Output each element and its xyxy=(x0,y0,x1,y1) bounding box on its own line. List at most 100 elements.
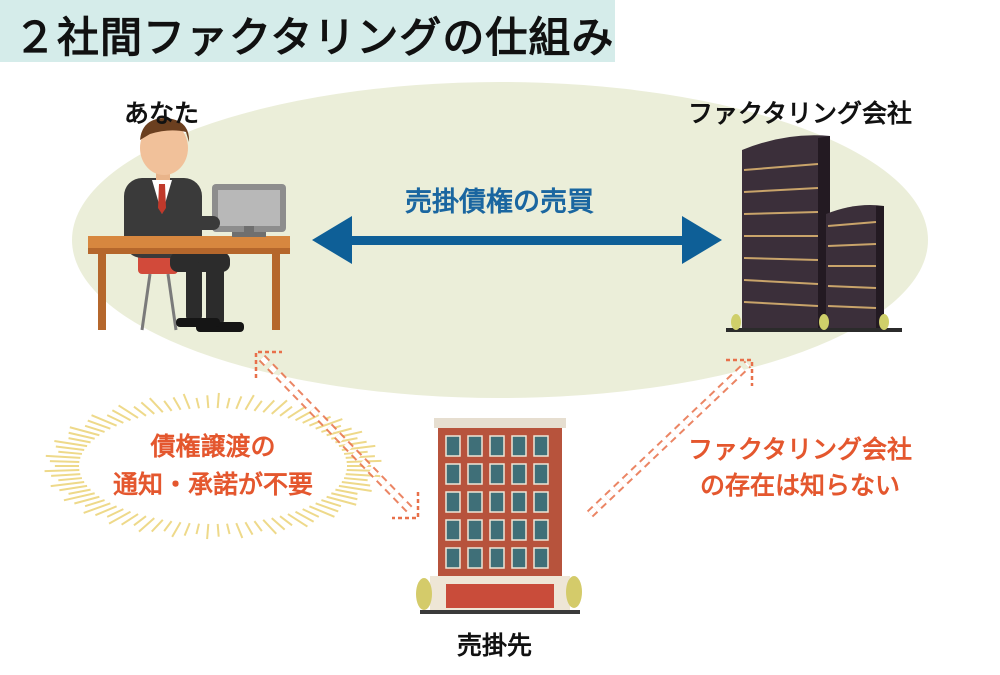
building-window xyxy=(533,547,549,569)
note-notice-line2: 通知・承諾が不要 xyxy=(112,470,313,499)
burst-ray xyxy=(206,523,210,540)
burst-ray xyxy=(309,505,335,518)
burst-ray xyxy=(216,523,220,537)
burst-ray xyxy=(315,418,343,430)
burst-ray xyxy=(163,400,173,412)
burst-ray xyxy=(235,395,243,410)
burst-ray xyxy=(195,523,200,535)
burst-ray xyxy=(149,397,164,413)
building-window xyxy=(467,519,483,541)
building-window xyxy=(489,491,505,513)
burst-ray xyxy=(58,477,83,482)
burst-ray xyxy=(206,395,210,409)
burst-ray xyxy=(108,510,131,525)
building-window xyxy=(533,463,549,485)
burst-ray xyxy=(287,513,308,528)
building-window xyxy=(511,547,527,569)
building-window xyxy=(467,547,483,569)
burst-ray xyxy=(195,397,200,409)
burst-ray xyxy=(68,488,91,495)
note-bubble xyxy=(81,410,345,522)
note-unknown-line1: ファクタリング会社 xyxy=(687,435,912,464)
customer-building xyxy=(416,418,582,614)
building-window xyxy=(445,491,461,513)
burst-ray xyxy=(58,450,83,455)
burst-ray xyxy=(262,519,277,535)
burst-ray xyxy=(331,492,358,501)
burst-ray xyxy=(84,499,105,508)
building-window xyxy=(511,519,527,541)
building-window xyxy=(533,519,549,541)
burst-ray xyxy=(271,399,288,415)
burst-ray xyxy=(95,505,117,517)
burst-ray xyxy=(83,502,111,514)
burst-ray xyxy=(138,517,155,533)
building-window xyxy=(533,435,549,457)
note-notice-line1: 債権譲渡の xyxy=(150,432,276,461)
building-window xyxy=(467,435,483,457)
burst-ray xyxy=(182,393,191,410)
building-window xyxy=(445,519,461,541)
burst-ray xyxy=(171,521,182,538)
dashed-arrow-you-customer xyxy=(254,350,420,520)
node-label-customer: 売掛先 xyxy=(457,631,533,660)
note-notice-not-required: 債権譲渡の 通知・承諾が不要 xyxy=(88,428,338,504)
burst-ray xyxy=(121,513,139,526)
burst-ray xyxy=(51,473,81,477)
burst-ray xyxy=(326,495,357,506)
burst-ray xyxy=(68,431,95,440)
edge-label-trade: 売掛債権の売買 xyxy=(405,187,594,218)
title-bar: ２社間ファクタリングの仕組み xyxy=(0,0,615,62)
burst-ray xyxy=(151,519,164,533)
burst-ray xyxy=(244,394,255,411)
burst-ray xyxy=(44,469,80,473)
building-window xyxy=(489,547,505,569)
page-title: ２社間ファクタリングの仕組み xyxy=(14,13,615,62)
burst-ray xyxy=(133,405,147,417)
burst-ray xyxy=(87,419,111,430)
burst-ray xyxy=(45,454,81,459)
burst-ray xyxy=(253,400,263,412)
burst-ray xyxy=(235,522,244,539)
burst-ray xyxy=(106,414,124,424)
building-window xyxy=(445,435,461,457)
building-window xyxy=(489,435,505,457)
burst-ray xyxy=(74,495,100,505)
burst-ray xyxy=(91,414,117,427)
note-customer-unaware: ファクタリング会社 の存在は知らない xyxy=(635,432,965,504)
burst-ray xyxy=(183,522,191,537)
burst-ray xyxy=(341,480,371,487)
burst-ray xyxy=(226,397,231,409)
burst-ray xyxy=(163,520,173,532)
burst-ray xyxy=(118,404,139,419)
building-window xyxy=(511,463,527,485)
building-window xyxy=(467,463,483,485)
burst-ray xyxy=(84,424,105,433)
burst-ray xyxy=(262,399,275,413)
burst-ray xyxy=(279,405,293,417)
building-window xyxy=(511,491,527,513)
burst-ray xyxy=(244,521,254,536)
burst-ray xyxy=(106,508,124,518)
building-window xyxy=(489,519,505,541)
building-window xyxy=(445,547,461,569)
burst-ray xyxy=(321,499,342,508)
burst-ray xyxy=(59,484,88,492)
trade-double-arrow xyxy=(312,216,722,264)
sunburst-decoration xyxy=(44,392,382,540)
burst-ray xyxy=(279,515,293,527)
burst-ray xyxy=(54,440,88,448)
burst-ray xyxy=(345,455,375,459)
burst-ray xyxy=(111,409,131,422)
burst-ray xyxy=(338,484,372,492)
building-window xyxy=(511,435,527,457)
businessman-illustration xyxy=(88,118,290,332)
burst-ray xyxy=(49,460,80,463)
burst-ray xyxy=(295,510,315,523)
burst-ray xyxy=(68,437,91,444)
burst-ray xyxy=(253,520,263,532)
building-window xyxy=(533,491,549,513)
note-unknown-line2: の存在は知らない xyxy=(699,471,900,500)
burst-ray xyxy=(271,517,286,531)
